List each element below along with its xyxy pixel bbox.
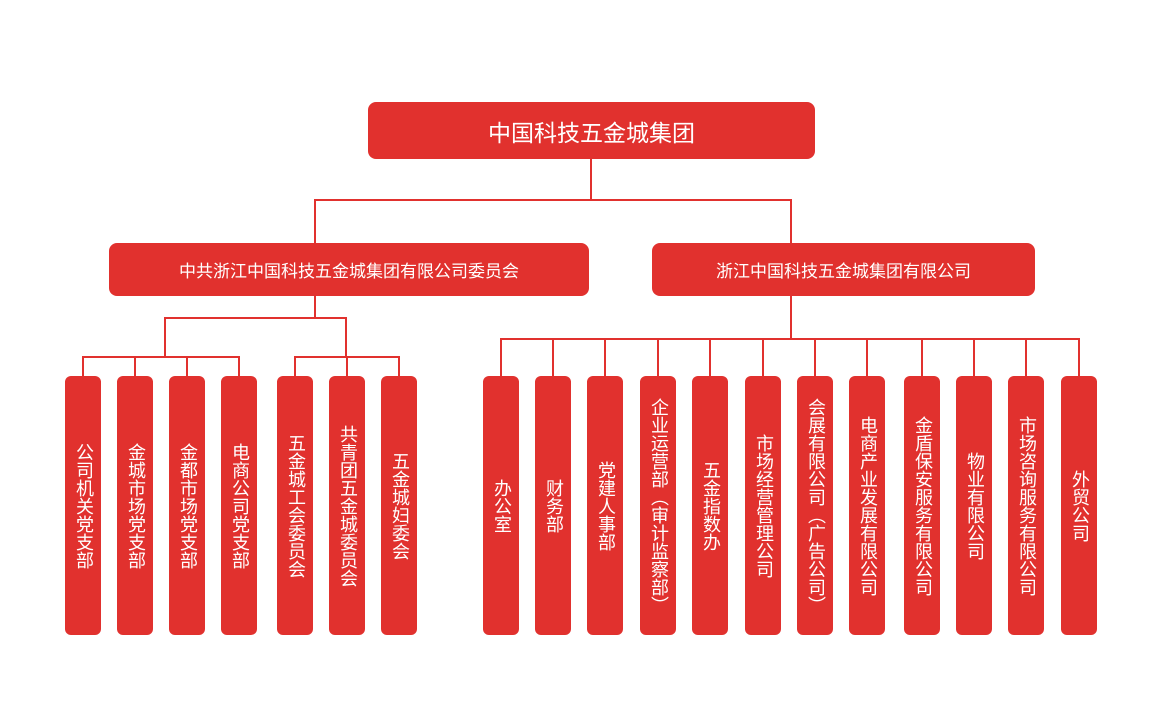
company-node: 浙江中国科技五金城集团有限公司	[652, 243, 1035, 296]
connector-leaf-drop	[709, 338, 711, 376]
connector-leaf-drop	[134, 356, 136, 376]
leaf-label: 金城市场党支部	[125, 442, 146, 569]
party-branch-node: 金城市场党支部	[117, 376, 153, 635]
party-committee-label: 中共浙江中国科技五金城集团有限公司委员会	[179, 262, 519, 282]
connector-party-b-drop	[345, 317, 347, 357]
connector-leaf-drop	[500, 338, 502, 376]
leaf-label: 企业运营部（审计监察部）	[648, 397, 669, 614]
connector-leaf-drop	[814, 338, 816, 376]
leaf-label: 公司机关党支部	[73, 442, 94, 569]
mass-org-node: 五金城妇委会	[381, 376, 417, 635]
department-node: 物业有限公司	[956, 376, 992, 635]
connector-leaf-drop	[186, 356, 188, 376]
root-label: 中国科技五金城集团	[488, 120, 695, 147]
connector-leaf-drop	[294, 356, 296, 376]
connector-party-down	[314, 296, 316, 318]
leaf-label: 五金城工会委员会	[285, 433, 306, 578]
connector-leaf-drop	[866, 338, 868, 376]
department-node: 市场咨询服务有限公司	[1008, 376, 1044, 635]
leaf-label: 党建人事部	[595, 460, 616, 551]
connector-leaf-drop	[238, 356, 240, 376]
root-node: 中国科技五金城集团	[368, 102, 815, 159]
department-node: 党建人事部	[587, 376, 623, 635]
connector-leaf-drop	[82, 356, 84, 376]
party-branch-node: 公司机关党支部	[65, 376, 101, 635]
connector-root-bus	[314, 199, 792, 201]
connector-leaf-drop	[973, 338, 975, 376]
party-committee-node: 中共浙江中国科技五金城集团有限公司委员会	[109, 243, 589, 296]
party-branch-node: 金都市场党支部	[169, 376, 205, 635]
department-node: 电商产业发展有限公司	[849, 376, 885, 635]
leaf-label: 办公室	[491, 478, 512, 533]
connector-company-down	[790, 296, 792, 340]
connector-to-party	[314, 199, 316, 243]
leaf-label: 会展有限公司（广告公司）	[805, 397, 826, 614]
connector-leaf-drop	[552, 338, 554, 376]
company-label: 浙江中国科技五金城集团有限公司	[716, 262, 971, 282]
department-node: 办公室	[483, 376, 519, 635]
leaf-label: 财务部	[543, 478, 564, 533]
connector-leaf-drop	[346, 356, 348, 376]
leaf-label: 外贸公司	[1069, 469, 1090, 542]
connector-company-bus	[500, 338, 1080, 340]
connector-root-down	[590, 159, 592, 201]
connector-group-a-bus	[82, 356, 239, 358]
leaf-label: 市场经营管理公司	[753, 433, 774, 578]
leaf-label: 物业有限公司	[964, 451, 985, 560]
connector-to-company	[790, 199, 792, 243]
leaf-label: 五金城妇委会	[389, 451, 410, 560]
leaf-label: 市场咨询服务有限公司	[1016, 415, 1037, 596]
leaf-label: 电商产业发展有限公司	[857, 415, 878, 596]
connector-leaf-drop	[921, 338, 923, 376]
leaf-label: 电商公司党支部	[229, 442, 250, 569]
department-node: 五金指数办	[692, 376, 728, 635]
leaf-label: 五金指数办	[700, 460, 721, 551]
department-node: 会展有限公司（广告公司）	[797, 376, 833, 635]
department-node: 企业运营部（审计监察部）	[640, 376, 676, 635]
connector-leaf-drop	[398, 356, 400, 376]
leaf-label: 共青团五金城委员会	[337, 424, 358, 587]
department-node: 金盾保安服务有限公司	[904, 376, 940, 635]
connector-leaf-drop	[1078, 338, 1080, 376]
connector-leaf-drop	[1025, 338, 1027, 376]
connector-party-bus	[164, 317, 346, 319]
mass-org-node: 五金城工会委员会	[277, 376, 313, 635]
connector-leaf-drop	[762, 338, 764, 376]
mass-org-node: 共青团五金城委员会	[329, 376, 365, 635]
leaf-label: 金都市场党支部	[177, 442, 198, 569]
leaf-label: 金盾保安服务有限公司	[912, 415, 933, 596]
connector-leaf-drop	[604, 338, 606, 376]
department-node: 市场经营管理公司	[745, 376, 781, 635]
connector-leaf-drop	[657, 338, 659, 376]
department-node: 财务部	[535, 376, 571, 635]
department-node: 外贸公司	[1061, 376, 1097, 635]
party-branch-node: 电商公司党支部	[221, 376, 257, 635]
connector-party-a-drop	[164, 317, 166, 357]
